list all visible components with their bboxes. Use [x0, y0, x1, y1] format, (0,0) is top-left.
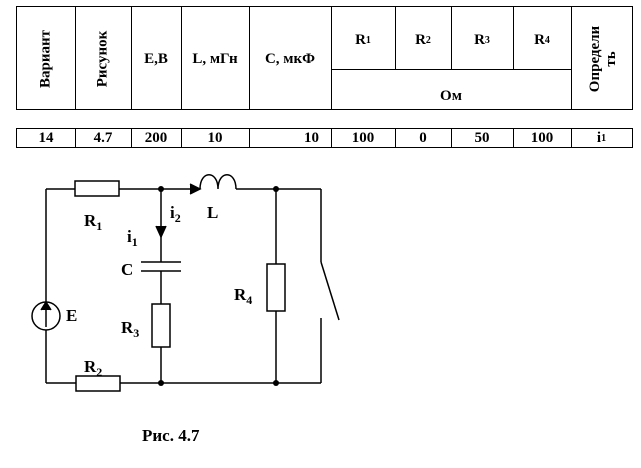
- label-r3: R3: [121, 318, 139, 340]
- junction-node: [158, 186, 164, 192]
- inductor-l: [199, 174, 237, 190]
- column-divider: [395, 7, 396, 69]
- capacitor-c: [141, 261, 181, 272]
- resistor-r3: [151, 303, 171, 348]
- label-i2: i2: [170, 203, 181, 225]
- r2-value: 0: [419, 129, 427, 146]
- label-r1: R1: [84, 211, 102, 233]
- current-arrow-head: [190, 184, 200, 194]
- column-divider: [571, 7, 572, 109]
- variant-value: 14: [38, 129, 54, 146]
- e-value: 200: [144, 129, 168, 146]
- column-divider: [513, 7, 514, 69]
- column-divider: [331, 7, 332, 109]
- junction-node: [273, 186, 279, 192]
- column-divider: [331, 129, 332, 147]
- column-divider: [75, 7, 76, 109]
- junction-node: [158, 380, 164, 386]
- column-divider: [513, 129, 514, 147]
- label-e: E: [66, 306, 77, 325]
- l-value: 10: [207, 129, 223, 146]
- resistor-r4: [266, 263, 286, 312]
- figure-caption: Рис. 4.7: [142, 426, 200, 445]
- emf-arrow-head-fill: [41, 302, 51, 310]
- column-divider: [181, 7, 182, 109]
- column-divider: [75, 129, 76, 147]
- resistor-r1: [74, 180, 120, 197]
- label-c: C: [121, 260, 133, 279]
- column-divider: [571, 129, 572, 147]
- label-i1: i1: [127, 227, 138, 249]
- label-r4: R4: [234, 285, 252, 307]
- column-divider: [249, 7, 250, 109]
- figure-value: 4.7: [93, 129, 113, 146]
- junction-node: [273, 380, 279, 386]
- l-header: L, мГн: [192, 50, 238, 67]
- r4-value: 100: [530, 129, 554, 146]
- column-divider: [181, 129, 182, 147]
- label-l: L: [207, 203, 218, 222]
- column-divider: [249, 129, 250, 147]
- e-header: E,B: [144, 50, 168, 67]
- switch: [320, 261, 340, 321]
- r3-value: 50: [474, 129, 490, 146]
- column-divider: [131, 129, 132, 147]
- r1-value: 100: [351, 129, 375, 146]
- column-divider: [131, 7, 132, 109]
- current-arrow-head: [156, 226, 166, 237]
- column-divider: [451, 7, 452, 69]
- column-divider: [451, 129, 452, 147]
- label-r2: R2: [84, 357, 102, 379]
- c-header: С, мкФ: [264, 50, 316, 67]
- ohm-divider: [331, 69, 571, 70]
- ohm-header: Ом: [440, 87, 462, 104]
- column-divider: [395, 129, 396, 147]
- c-value: 10: [304, 129, 319, 146]
